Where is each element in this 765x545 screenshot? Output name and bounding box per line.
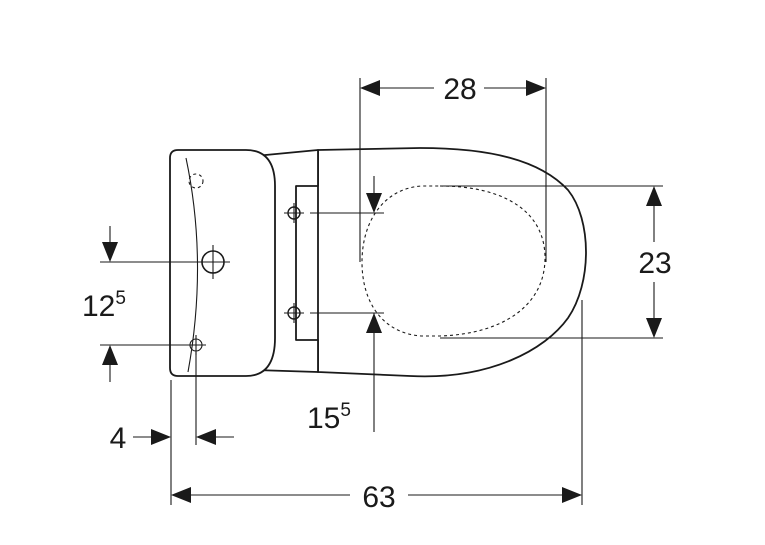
bowl-outline <box>317 147 587 378</box>
dimension-label-23: 23 <box>638 247 671 280</box>
dimension-label-15-5: 155 <box>307 400 351 435</box>
overflow-hole-dashed <box>188 173 204 189</box>
toilet-outline <box>169 147 587 378</box>
seat-fixing-hole-bottom <box>284 303 304 323</box>
cistern-tank <box>169 149 276 377</box>
seat-opening-dashed <box>361 185 546 337</box>
dimension-label-12-5: 125 <box>82 288 126 323</box>
dimension-label-4: 4 <box>110 422 127 455</box>
dimension-label-63: 63 <box>362 481 395 514</box>
dimension-label-28: 28 <box>443 73 476 106</box>
extension-lines <box>100 78 663 505</box>
dimension-12-5: 125 <box>82 226 126 382</box>
dimension-4: 4 <box>110 422 234 455</box>
dimension-15-5: 155 <box>305 176 382 436</box>
dimension-28: 28 <box>360 70 546 106</box>
dimension-23: 23 <box>632 186 678 338</box>
dimension-63: 63 <box>171 476 582 514</box>
seat-fixing-hole-top <box>284 203 304 223</box>
